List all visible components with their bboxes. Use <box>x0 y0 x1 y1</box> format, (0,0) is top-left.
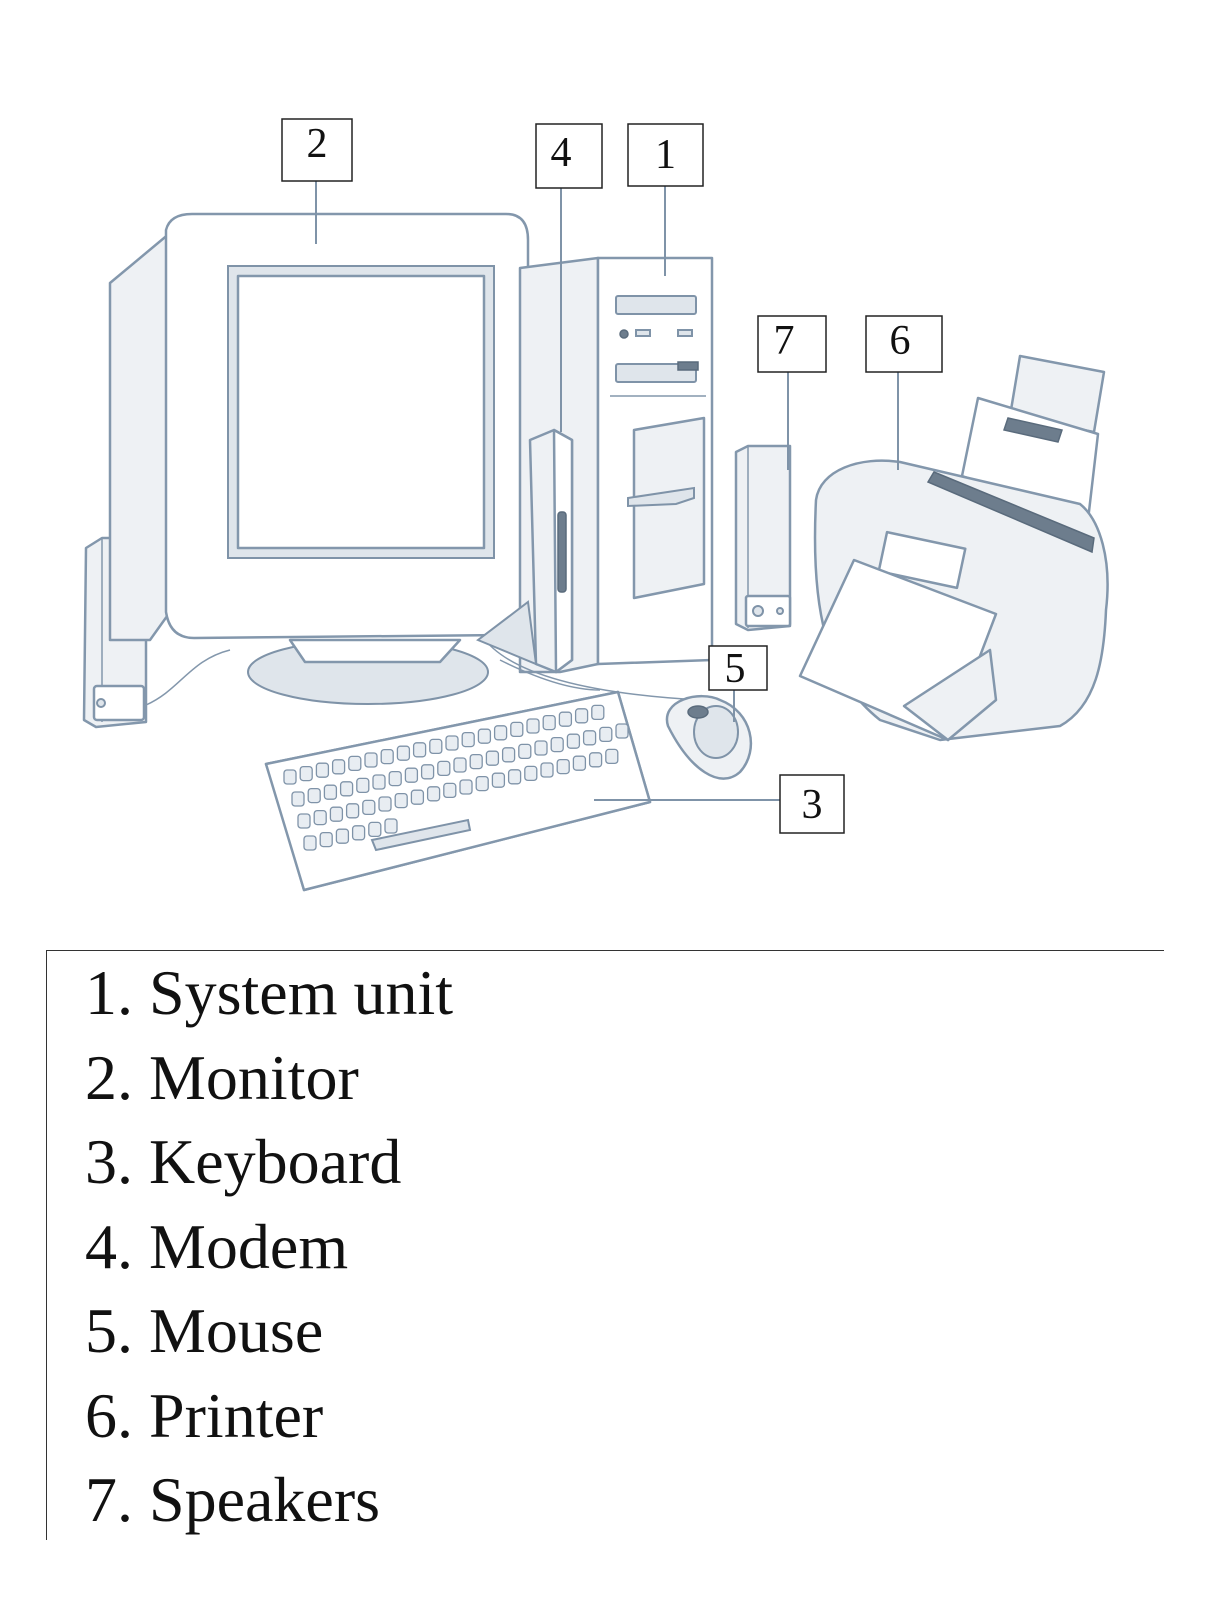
legend-item-monitor: 2. Monitor <box>85 1041 359 1113</box>
keyboard-key <box>356 777 370 794</box>
keyboard-key <box>323 784 338 800</box>
callout-4: 4 <box>535 123 603 189</box>
keyboard-key <box>380 748 394 765</box>
keyboard-key <box>461 731 475 748</box>
keyboard-key <box>574 708 589 724</box>
keyboard-key <box>566 733 581 749</box>
keyboard-key <box>404 767 419 783</box>
legend-item-keyboard: 3. Keyboard <box>85 1126 402 1197</box>
keyboard-key <box>445 735 459 751</box>
legend-item-speakers: 7. Speakers <box>85 1464 381 1535</box>
keyboard-key <box>491 772 506 788</box>
keyboard-key <box>526 718 540 734</box>
keyboard-key <box>412 742 427 758</box>
keyboard-key <box>572 755 587 771</box>
callout-label-3: 3 <box>802 782 823 828</box>
keyboard-key <box>378 796 392 812</box>
keyboard-key <box>477 728 492 744</box>
keyboard-key <box>510 721 524 738</box>
keyboard-key <box>345 803 360 819</box>
callout-label-2: 2 <box>307 121 328 167</box>
legend-item-mouse: 5. Mouse <box>85 1295 324 1366</box>
keyboard-key <box>331 759 346 775</box>
keyboard-key <box>396 745 411 761</box>
keyboard-key <box>303 835 317 851</box>
keyboard-key <box>429 738 443 755</box>
keyboard-key <box>351 825 366 841</box>
keyboard-key <box>426 786 441 802</box>
keyboard-key <box>501 747 516 763</box>
keyboard-key <box>297 813 311 829</box>
keyboard-key <box>599 726 613 743</box>
keyboard-shape <box>264 690 652 892</box>
keyboard-key <box>319 831 333 848</box>
keyboard-key <box>315 762 330 778</box>
leader-lines <box>315 181 899 801</box>
legend-list: 1. System unit 2. Monitor 3. Keyboard 4.… <box>47 951 1164 1543</box>
keyboard-key <box>368 821 382 838</box>
legend-item-system-unit: 1. System unit <box>85 957 454 1028</box>
keyboard-key <box>540 762 554 778</box>
legend-item-printer: 6. Printer <box>85 1379 324 1451</box>
keyboard-key <box>534 740 548 756</box>
keyboard-key <box>339 781 354 797</box>
keyboard-key <box>388 770 402 787</box>
legend-panel: 1. System unit 2. Monitor 3. Keyboard 4.… <box>46 950 1164 1540</box>
keyboard-key <box>384 818 398 834</box>
keyboard-key <box>443 782 457 799</box>
keyboard-key <box>591 704 605 721</box>
computer-system-illustration: 1 2 3 4 5 6 7 <box>82 118 1109 892</box>
right-speaker <box>734 444 792 632</box>
keyboard-key <box>475 775 489 792</box>
keyboard-key <box>420 764 435 780</box>
keyboard-key <box>313 809 327 826</box>
callout-5: 5 <box>708 645 768 692</box>
keyboard-key <box>410 789 425 805</box>
keyboard-key <box>493 725 508 741</box>
keyboard-key <box>485 750 500 766</box>
keyboard-key <box>364 752 378 768</box>
keyboard-key <box>524 765 538 782</box>
keyboard-key <box>291 791 305 807</box>
keyboard-key <box>362 799 376 816</box>
keyboard-key <box>550 736 564 753</box>
callout-3: 3 <box>779 774 845 834</box>
keyboard-key <box>542 714 556 731</box>
keyboard-key <box>372 774 386 790</box>
callout-6: 6 <box>865 315 943 373</box>
callout-label-7: 7 <box>774 318 795 364</box>
callout-label-6: 6 <box>890 318 911 364</box>
keyboard-key <box>329 806 344 822</box>
callout-1: 1 <box>627 123 704 187</box>
keyboard-key <box>582 730 597 746</box>
printer-shape <box>798 354 1109 742</box>
callout-label-1: 1 <box>655 132 676 178</box>
callout-7: 7 <box>757 315 827 373</box>
keyboard-key <box>556 758 570 775</box>
keyboard-key <box>307 787 321 804</box>
keyboard-key <box>348 755 362 772</box>
keyboard-key <box>605 748 619 765</box>
modem-shape <box>476 428 574 674</box>
callout-label-5: 5 <box>725 646 746 692</box>
mouse-shape <box>665 695 753 780</box>
keyboard-key <box>437 760 451 777</box>
keyboard-key <box>507 769 522 785</box>
monitor-shape <box>108 212 530 706</box>
callout-2: 2 <box>281 118 353 182</box>
callout-label-4: 4 <box>551 130 572 176</box>
keyboard-key <box>335 828 350 844</box>
legend-item-modem: 4. Modem <box>85 1210 349 1282</box>
keyboard-key <box>469 753 483 770</box>
keyboard-key <box>518 743 532 760</box>
keyboard-key <box>453 757 467 773</box>
keyboard-key <box>615 723 629 739</box>
keyboard-key <box>558 711 573 727</box>
keyboard-key <box>299 765 313 782</box>
keyboard-key <box>588 752 603 768</box>
keyboard-key <box>394 792 408 809</box>
keyboard-key <box>283 769 297 785</box>
keyboard-key <box>459 779 473 795</box>
